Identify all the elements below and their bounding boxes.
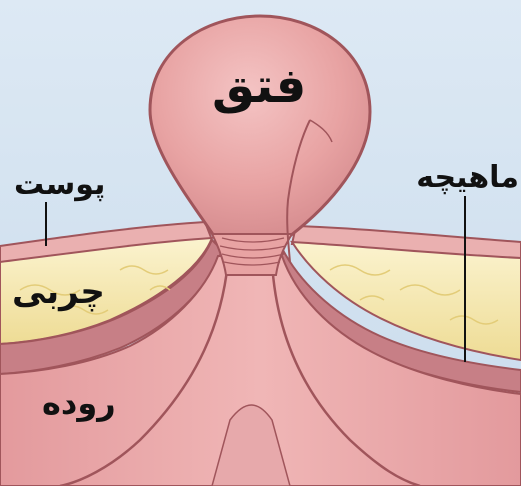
muscle-label: ماهیچه <box>416 160 519 195</box>
fat-label: چربی <box>12 272 105 312</box>
hernia-title: فتق <box>212 58 306 114</box>
skin-label: پوست <box>14 167 105 202</box>
intestine-label: روده <box>42 384 116 422</box>
